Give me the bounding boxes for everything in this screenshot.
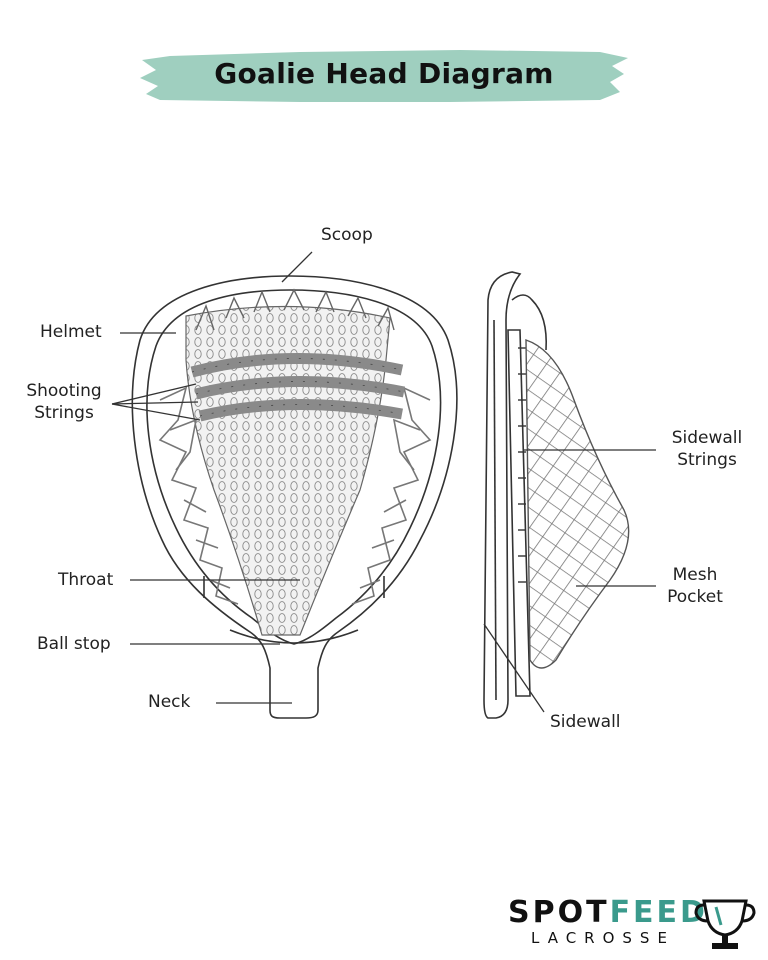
leader-lines <box>111 251 656 713</box>
logo-word-spot: SPOT <box>508 895 610 930</box>
logo-subtitle: LACROSSE <box>531 929 675 947</box>
head-inner-frame <box>146 289 442 645</box>
sidewall-eyelets <box>518 347 526 583</box>
brand-logo: SPOTFEED <box>508 896 708 930</box>
label-mesh-pocket: Mesh Pocket <box>667 565 723 607</box>
head-outer-frame <box>131 275 458 719</box>
label-sidewall-strings: Sidewall Strings <box>671 428 743 470</box>
side-head <box>483 271 548 719</box>
label-throat: Throat <box>58 570 114 590</box>
label-neck: Neck <box>148 692 191 712</box>
sidewall-rail <box>507 329 531 697</box>
title-banner <box>140 50 628 102</box>
label-ball-stop: Ball stop <box>37 634 111 654</box>
sidewall-lacing-front <box>158 386 432 605</box>
label-scoop: Scoop <box>321 225 373 245</box>
label-helmet: Helmet <box>40 322 102 342</box>
label-sidewall: Sidewall <box>550 712 621 732</box>
logo-word-feed: FEED <box>609 895 708 930</box>
page-title: Goalie Head Diagram <box>214 57 554 90</box>
scoop-lacing <box>195 288 395 331</box>
front-head <box>131 275 458 719</box>
side-frame-outer <box>483 271 522 719</box>
mesh-pocket-side <box>525 339 630 669</box>
label-shooting-strings: Shooting Strings <box>26 381 102 423</box>
trophy-icon <box>694 899 756 949</box>
